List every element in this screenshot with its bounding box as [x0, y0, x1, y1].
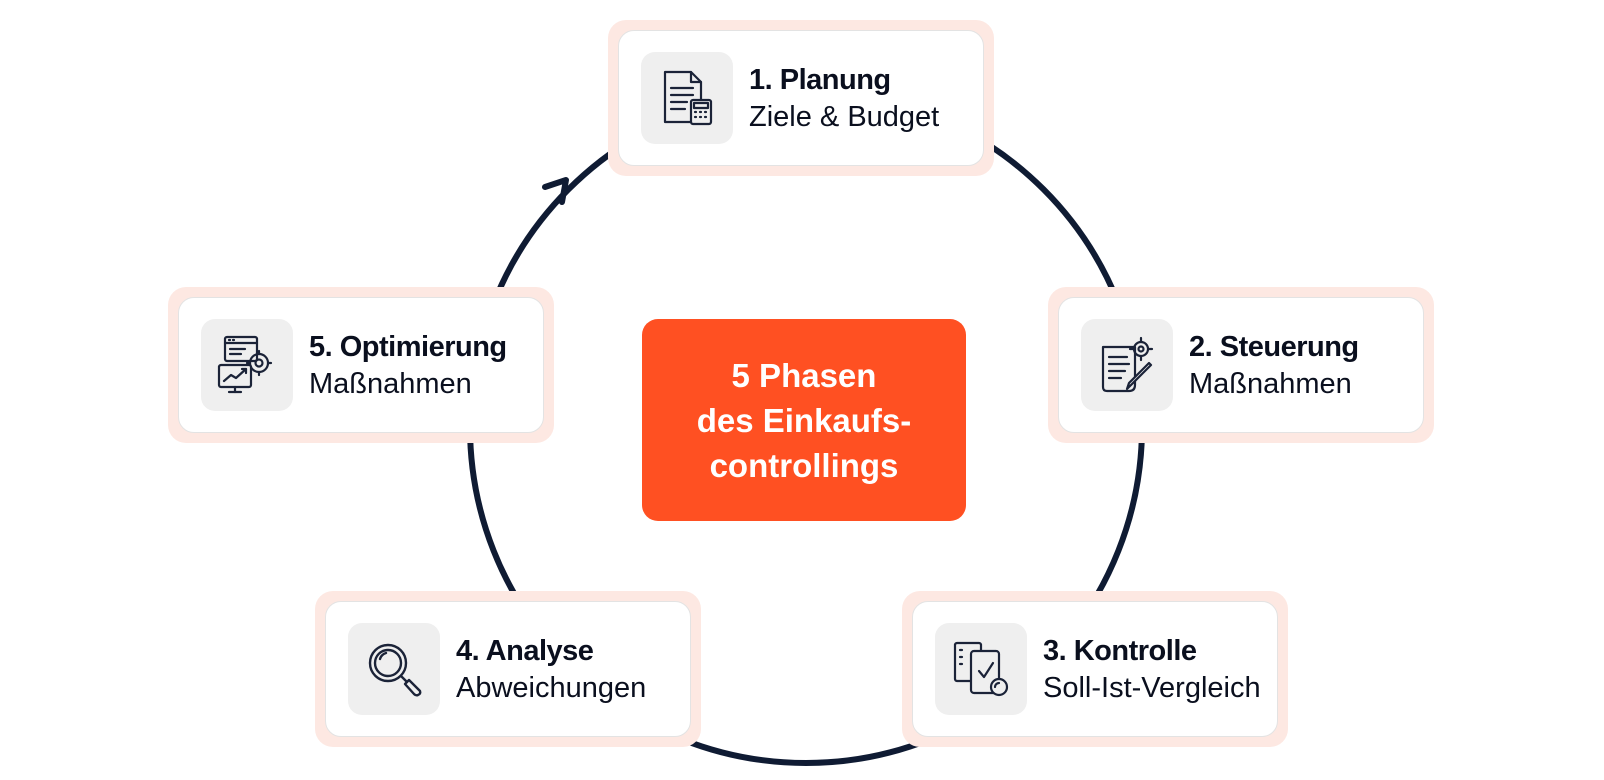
phase-title: 5. Optimierung	[309, 331, 507, 363]
phase-card-optimierung: 5. Optimierung Maßnahmen	[168, 287, 554, 443]
phase-card-planung: 1. Planung Ziele & Budget	[608, 20, 994, 176]
phase-subtitle: Maßnahmen	[309, 368, 472, 400]
magnifier-icon	[348, 623, 440, 715]
phase-card-analyse: 4. Analyse Abweichungen	[315, 591, 701, 747]
phase-card-inner: 4. Analyse Abweichungen	[325, 601, 691, 737]
document-gear-pencil-icon	[1081, 319, 1173, 411]
phase-subtitle: Maßnahmen	[1189, 368, 1352, 400]
phase-card-inner: 3. Kontrolle Soll-Ist-Vergleich	[912, 601, 1278, 737]
phase-card-inner: 1. Planung Ziele & Budget	[618, 30, 984, 166]
cycle-arrowhead	[542, 177, 569, 205]
phase-title: 4. Analyse	[456, 635, 594, 667]
chart-gear-icon	[201, 319, 293, 411]
phase-title: 2. Steuerung	[1189, 331, 1359, 363]
center-title-line-3: controllings	[709, 446, 899, 484]
center-title-line-2: des Einkaufs-	[696, 401, 912, 439]
center-title-line-1: 5 Phasen	[731, 356, 877, 394]
phase-card-steuerung: 2. Steuerung Maßnahmen	[1048, 287, 1434, 443]
phase-subtitle: Soll-Ist-Vergleich	[1043, 672, 1261, 704]
phase-title: 3. Kontrolle	[1043, 635, 1197, 667]
phase-card-kontrolle: 3. Kontrolle Soll-Ist-Vergleich	[902, 591, 1288, 747]
phase-card-inner: 5. Optimierung Maßnahmen	[178, 297, 544, 433]
phase-subtitle: Ziele & Budget	[749, 101, 940, 133]
checklist-compare-icon	[935, 623, 1027, 715]
phase-card-inner: 2. Steuerung Maßnahmen	[1058, 297, 1424, 433]
center-title-box: 5 Phasen des Einkaufs- controllings	[642, 319, 966, 521]
phase-subtitle: Abweichungen	[456, 672, 647, 704]
phase-title: 1. Planung	[749, 64, 891, 96]
document-calculator-icon	[641, 52, 733, 144]
